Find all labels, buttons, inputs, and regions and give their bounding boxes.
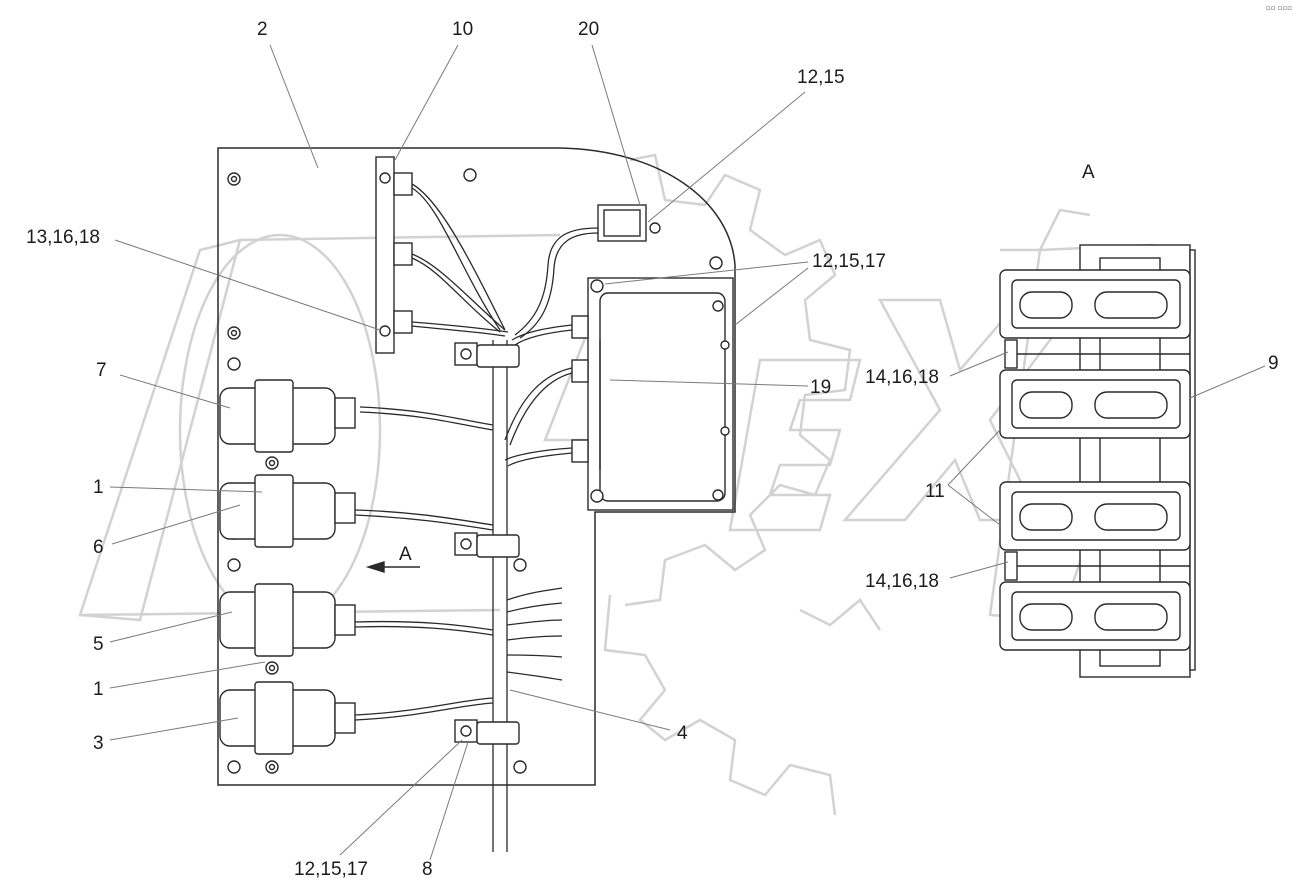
callout-10: 10 (452, 19, 474, 40)
callout-3: 3 (93, 733, 104, 754)
view-a-assembly (999, 244, 1196, 678)
callout-1-upper: 1 (93, 477, 104, 498)
view-label: A (1082, 162, 1095, 183)
callout-6: 6 (93, 537, 104, 558)
corner-mark: ▫▫ ▫▫▫ (1266, 4, 1292, 12)
callout-11: 11 (925, 481, 945, 502)
connectors-left (219, 379, 356, 755)
callout-20: 20 (578, 19, 600, 40)
callout-4: 4 (677, 723, 688, 744)
callout-12-15-17-right: 12,15,17 (812, 251, 886, 272)
terminal-strip-10 (375, 156, 413, 354)
callout-19: 19 (810, 377, 832, 398)
callout-1-lower: 1 (93, 679, 104, 700)
cable-clamps (454, 342, 520, 745)
main-plate (217, 147, 736, 786)
callout-7: 7 (96, 360, 107, 381)
arrow-label: A (399, 544, 412, 565)
callout-8: 8 (422, 859, 433, 880)
wire-harness (354, 183, 599, 852)
callout-9: 9 (1268, 353, 1279, 374)
callout-14-16-18-lower: 14,16,18 (865, 571, 939, 592)
callout-12-15-17-bottom: 12,15,17 (294, 859, 368, 880)
relay-20 (597, 204, 661, 242)
module-19 (571, 277, 734, 511)
callout-14-16-18-upper: 14,16,18 (865, 367, 939, 388)
callout-13-16-18: 13,16,18 (26, 227, 100, 248)
callout-5: 5 (93, 634, 104, 655)
callout-2: 2 (257, 19, 268, 40)
leader-lines (109, 44, 1266, 861)
arrow-a (365, 561, 420, 573)
callout-12-15-top: 12,15 (797, 67, 845, 88)
